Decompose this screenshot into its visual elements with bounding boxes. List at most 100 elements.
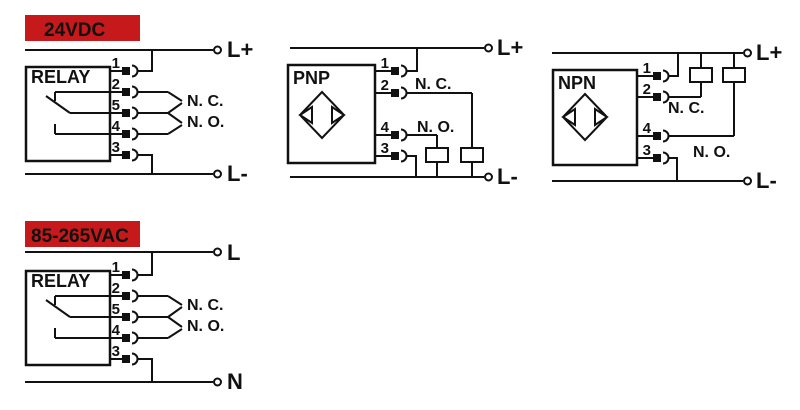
pin3-number: 3: [112, 139, 120, 156]
load-resistor-nc: [689, 67, 713, 83]
pin2-plug-icon: [122, 292, 130, 300]
pin3-number: 3: [381, 140, 389, 157]
rail-top-label: L+: [497, 35, 523, 60]
pin4-plug-icon: [653, 132, 661, 140]
pin4-number: 4: [643, 120, 652, 137]
pin4-number: 4: [381, 119, 390, 136]
wires: [25, 49, 213, 175]
pin3-socket-icon: [400, 149, 408, 163]
pin2-plug-icon: [391, 89, 399, 97]
rail-top-label: L: [227, 240, 240, 265]
pin3-plug-icon: [122, 355, 130, 363]
nc-label: N. C.: [187, 297, 223, 314]
load-resistor-no: [425, 147, 449, 163]
terminal-circle-top: [743, 48, 752, 58]
wires: [290, 47, 484, 178]
diagram-npn: NPN 1 2 4 3 N. C. N. O. L+ L-: [551, 40, 782, 193]
contact-gap-lines: [167, 295, 183, 339]
terminal-circle-bottom: [743, 176, 752, 186]
pin5-socket-icon: [131, 106, 139, 120]
terminal-circle-top: [213, 247, 222, 257]
nc-label: N. C.: [668, 100, 704, 117]
rail-top-label: L+: [756, 40, 782, 65]
pin1-plug-icon: [122, 67, 130, 75]
voltage-badge-label: 85-265VAC: [31, 226, 129, 247]
pin1-plug-icon: [122, 271, 130, 279]
no-label: N. O.: [187, 114, 224, 131]
load-resistor-nc: [460, 147, 484, 163]
pin1-socket-icon: [131, 64, 139, 78]
terminal-circle-bottom: [213, 377, 222, 387]
pin5-plug-icon: [122, 109, 130, 117]
pin2-socket-icon: [131, 85, 139, 99]
pin5-number: 5: [112, 97, 120, 114]
proximity-sensor-icon: [298, 90, 346, 140]
pin2-number: 2: [643, 81, 651, 98]
pin1-number: 1: [381, 55, 389, 72]
voltage-badge: [25, 15, 140, 41]
nc-label: N. C.: [415, 76, 451, 93]
relay-box: [24, 65, 112, 163]
pin5-plug-icon: [122, 313, 130, 321]
pin1-number: 1: [112, 259, 120, 276]
pin3-plug-icon: [391, 152, 399, 160]
pin2-socket-icon: [662, 90, 670, 104]
pin4-socket-icon: [131, 331, 139, 345]
pin2-plug-icon: [653, 93, 661, 101]
diagram-relay-ac: 85-265VAC RELAY 1 2 5 4 3 N. C. N. O. L …: [24, 221, 243, 394]
terminal-circle-top: [484, 43, 493, 53]
rail-top-label: L+: [227, 37, 253, 62]
pin1-number: 1: [643, 60, 651, 77]
relay-box-label: RELAY: [31, 67, 90, 87]
terminal-circle-bottom: [484, 172, 493, 182]
pin1-socket-icon: [400, 64, 408, 78]
no-label: N. O.: [187, 318, 224, 335]
pin4-socket-icon: [662, 129, 670, 143]
no-label: N. O.: [693, 144, 730, 161]
wires: [25, 251, 213, 383]
pin3-socket-icon: [662, 151, 670, 165]
sensor-box: [286, 63, 377, 165]
pin5-socket-icon: [131, 310, 139, 324]
pin3-socket-icon: [131, 148, 139, 162]
pin2-plug-icon: [122, 88, 130, 96]
sensor-box-label: NPN: [558, 73, 596, 93]
pin2-number: 2: [381, 77, 389, 94]
relay-box-label: RELAY: [31, 271, 90, 291]
pin4-socket-icon: [400, 128, 408, 142]
pin3-plug-icon: [122, 151, 130, 159]
relay-switch-symbol: [45, 92, 71, 134]
rail-bottom-label: L-: [227, 161, 248, 186]
rail-bottom-label: L-: [756, 168, 777, 193]
terminal-circle-bottom: [213, 169, 222, 179]
sensor-box: [551, 68, 639, 167]
proximity-sensor-icon: [561, 92, 609, 142]
diagram-relay-dc: 24VDC RELAY 1 2 5 4 3 N. C. N. O. L+ L-: [24, 15, 253, 186]
pin2-socket-icon: [131, 289, 139, 303]
pin1-number: 1: [112, 55, 120, 72]
pin1-socket-icon: [662, 69, 670, 83]
pin2-number: 2: [112, 76, 120, 93]
pin2-socket-icon: [400, 86, 408, 100]
rail-bottom-label: L-: [497, 164, 518, 189]
nc-label: N. C.: [187, 93, 223, 110]
pin4-plug-icon: [391, 131, 399, 139]
pin2-number: 2: [112, 280, 120, 297]
pin4-plug-icon: [122, 130, 130, 138]
pin4-socket-icon: [131, 127, 139, 141]
pin4-number: 4: [112, 118, 121, 135]
load-resistor-no: [722, 67, 746, 83]
pin3-plug-icon: [653, 154, 661, 162]
terminal-circle-top: [213, 45, 222, 55]
pin3-number: 3: [643, 142, 651, 159]
rail-bottom-label: N: [227, 369, 243, 394]
pin3-number: 3: [112, 343, 120, 360]
voltage-badge-label: 24VDC: [44, 20, 106, 41]
pin1-socket-icon: [131, 268, 139, 282]
no-label: N. O.: [417, 119, 454, 136]
diagram-pnp: PNP 1 2 4 3 N. C. N. O. L+ L-: [286, 35, 523, 189]
relay-box: [24, 269, 112, 367]
contact-gap-lines: [167, 91, 183, 135]
